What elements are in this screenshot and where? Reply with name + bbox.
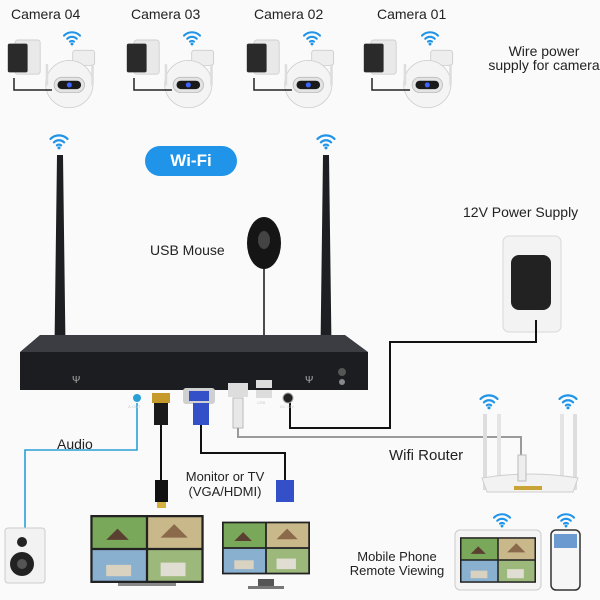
camera-01-label: Camera 01 bbox=[377, 6, 447, 22]
wifi-router bbox=[479, 394, 579, 493]
mobile-label-line2: Remote Viewing bbox=[349, 563, 445, 578]
power-adapter bbox=[289, 235, 562, 429]
tablet bbox=[454, 513, 542, 591]
vga-cable bbox=[193, 403, 294, 502]
camera-03 bbox=[126, 31, 215, 109]
camera-01 bbox=[363, 31, 454, 109]
port-label-aout: A-OUT bbox=[128, 404, 141, 409]
camera-02 bbox=[246, 31, 335, 109]
router-label: Wifi Router bbox=[389, 447, 464, 464]
nvr-antenna-right bbox=[316, 134, 336, 385]
wifi-badge: Wi-Fi bbox=[145, 146, 237, 176]
camera-04-label: Camera 04 bbox=[11, 6, 81, 22]
pc-monitor bbox=[222, 521, 310, 589]
camera-power-label: Wire power supply for camera bbox=[488, 44, 600, 72]
audio-label: Audio bbox=[57, 436, 93, 452]
monitor-label-line1: Monitor or TV bbox=[185, 469, 265, 484]
hdmi-cable bbox=[154, 403, 168, 508]
port-label-dc: DC 12V bbox=[280, 404, 295, 409]
usb-mouse-label: USB Mouse bbox=[150, 242, 225, 258]
mobile-label: Mobile Phone Remote Viewing bbox=[344, 550, 450, 578]
svg-text:Ψ: Ψ bbox=[305, 375, 313, 386]
camera-03-label: Camera 03 bbox=[131, 6, 201, 22]
lan-cable bbox=[232, 397, 522, 460]
camera-power-label-line1: Wire power bbox=[508, 43, 580, 59]
nvr-recorder: Ψ Ψ bbox=[20, 335, 368, 404]
svg-text:Ψ: Ψ bbox=[72, 375, 80, 386]
camera-02-label: Camera 02 bbox=[254, 6, 324, 22]
mobile-label-line1: Mobile Phone bbox=[357, 549, 437, 564]
port-label-usb: USB bbox=[257, 400, 266, 405]
camera-04 bbox=[7, 31, 96, 109]
monitor-label: Monitor or TV (VGA/HDMI) bbox=[180, 469, 270, 499]
audio-cable bbox=[24, 403, 138, 528]
phone bbox=[550, 513, 581, 591]
power-supply-label: 12V Power Supply bbox=[463, 204, 579, 220]
nvr-antenna-left bbox=[49, 134, 69, 385]
monitor-label-line2: (VGA/HDMI) bbox=[188, 484, 262, 499]
tv-monitor bbox=[90, 515, 204, 586]
camera-power-label-line2: supply for camera bbox=[488, 57, 600, 73]
speaker bbox=[4, 527, 46, 584]
